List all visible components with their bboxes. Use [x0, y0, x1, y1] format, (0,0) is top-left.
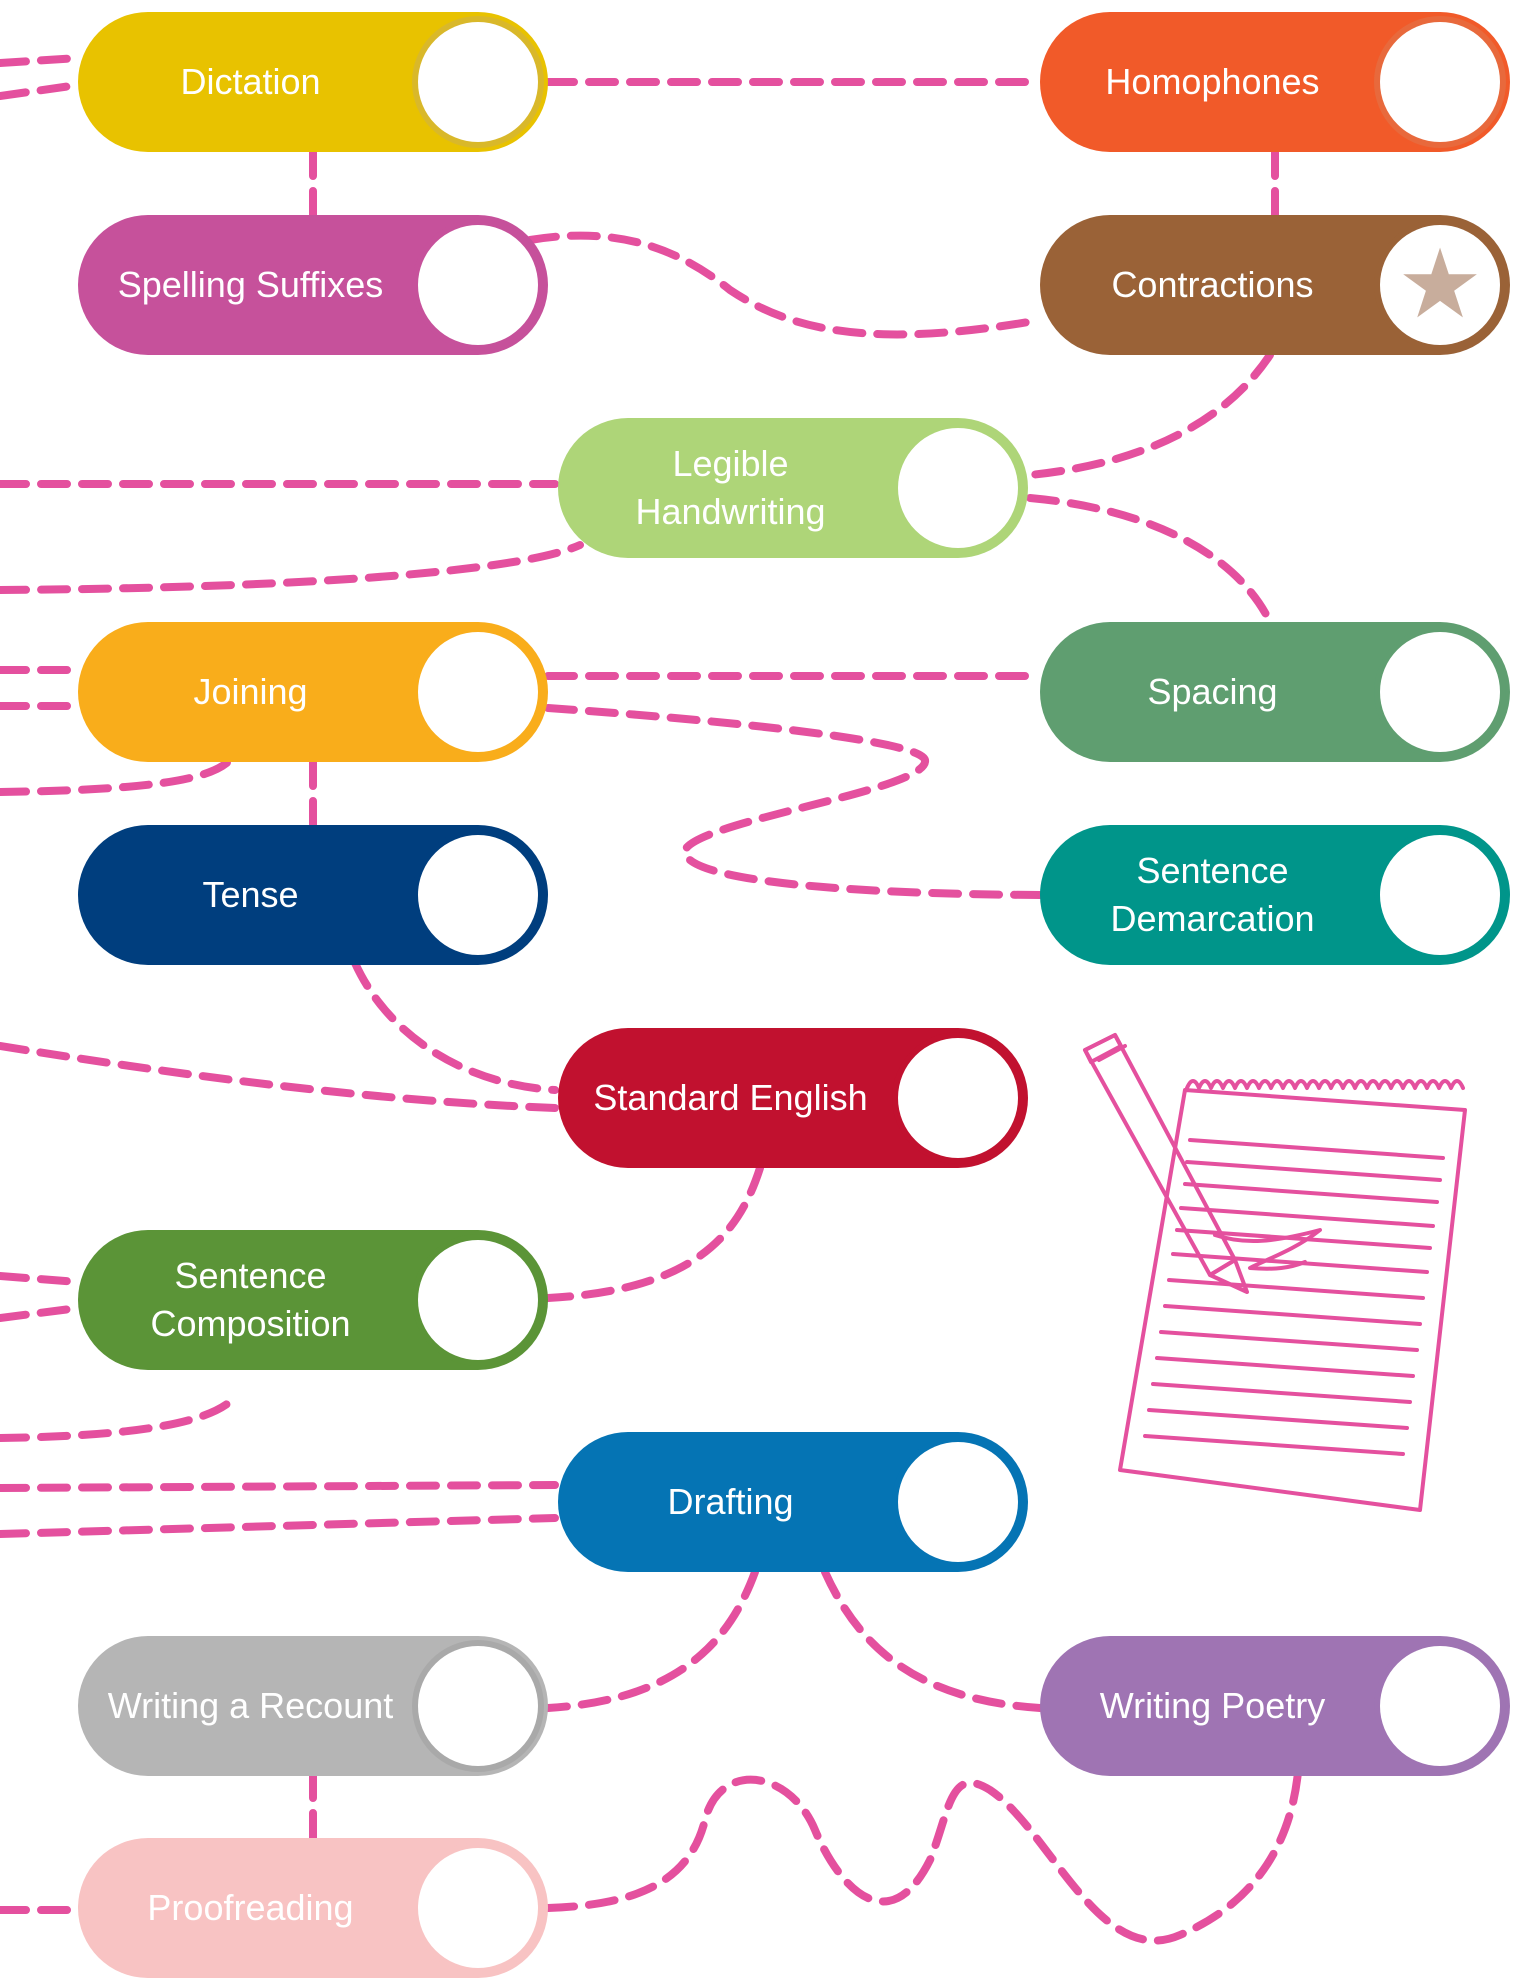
node-writing-a-recount[interactable]: Writing a Recount: [78, 1636, 548, 1776]
node-label: Writing Poetry: [1099, 1685, 1326, 1726]
pencil-and-paper-icon: [1083, 1033, 1467, 1512]
node-label: Sentence Demarcation: [1110, 850, 1315, 939]
node-label: Homophones: [1105, 61, 1320, 102]
node-label: Proofreading: [147, 1887, 354, 1928]
node-sentence-demarcation[interactable]: Sentence Demarcation: [1040, 825, 1510, 965]
node-spacing[interactable]: Spacing: [1040, 622, 1510, 762]
node-label: Contractions: [1111, 264, 1314, 305]
node-label: Sentence Composition: [150, 1255, 351, 1344]
node-label: Spelling Suffixes: [117, 264, 384, 305]
toggle-circle[interactable]: [1366, 825, 1500, 965]
node-label: Dictation: [180, 61, 321, 102]
node-legible-handwriting[interactable]: Legible Handwriting: [558, 418, 1028, 558]
node-label: Writing a Recount: [107, 1685, 394, 1726]
node-tense[interactable]: Tense: [78, 825, 548, 965]
toggle-circle[interactable]: [1366, 12, 1500, 152]
toggle-circle[interactable]: [404, 1230, 538, 1370]
node-writing-poetry[interactable]: Writing Poetry: [1040, 1636, 1510, 1776]
node-standard-english[interactable]: Standard English: [558, 1028, 1028, 1168]
node-joining[interactable]: Joining: [78, 622, 548, 762]
node-drafting[interactable]: Drafting: [558, 1432, 1028, 1572]
toggle-circle[interactable]: [404, 1636, 538, 1776]
node-proofreading[interactable]: Proofreading: [78, 1838, 548, 1978]
toggle-circle[interactable]: [404, 12, 538, 152]
node-label: Tense: [202, 874, 299, 915]
toggle-circle[interactable]: [884, 418, 1018, 558]
node-label: Drafting: [667, 1481, 794, 1522]
toggle-circle[interactable]: [404, 1838, 538, 1978]
node-dictation[interactable]: Dictation: [78, 12, 548, 152]
node-label: Spacing: [1147, 671, 1278, 712]
node-spelling-suffixes[interactable]: Spelling Suffixes: [78, 215, 548, 355]
star-icon: ★: [1396, 231, 1484, 338]
node-label: Legible Handwriting: [635, 443, 826, 532]
toggle-circle[interactable]: ★: [1366, 215, 1500, 355]
toggle-circle[interactable]: [404, 215, 538, 355]
toggle-circle[interactable]: [1366, 1636, 1500, 1776]
toggle-circle[interactable]: [404, 622, 538, 762]
toggle-circle[interactable]: [884, 1432, 1018, 1572]
toggle-circle[interactable]: [404, 825, 538, 965]
toggle-circle[interactable]: [884, 1028, 1018, 1168]
toggle-circle[interactable]: [1366, 622, 1500, 762]
node-contractions[interactable]: Contractions ★: [1040, 215, 1510, 355]
node-sentence-composition[interactable]: Sentence Composition: [78, 1230, 548, 1370]
node-homophones[interactable]: Homophones: [1040, 12, 1510, 152]
node-label: Standard English: [593, 1077, 868, 1118]
node-label: Joining: [193, 671, 308, 712]
